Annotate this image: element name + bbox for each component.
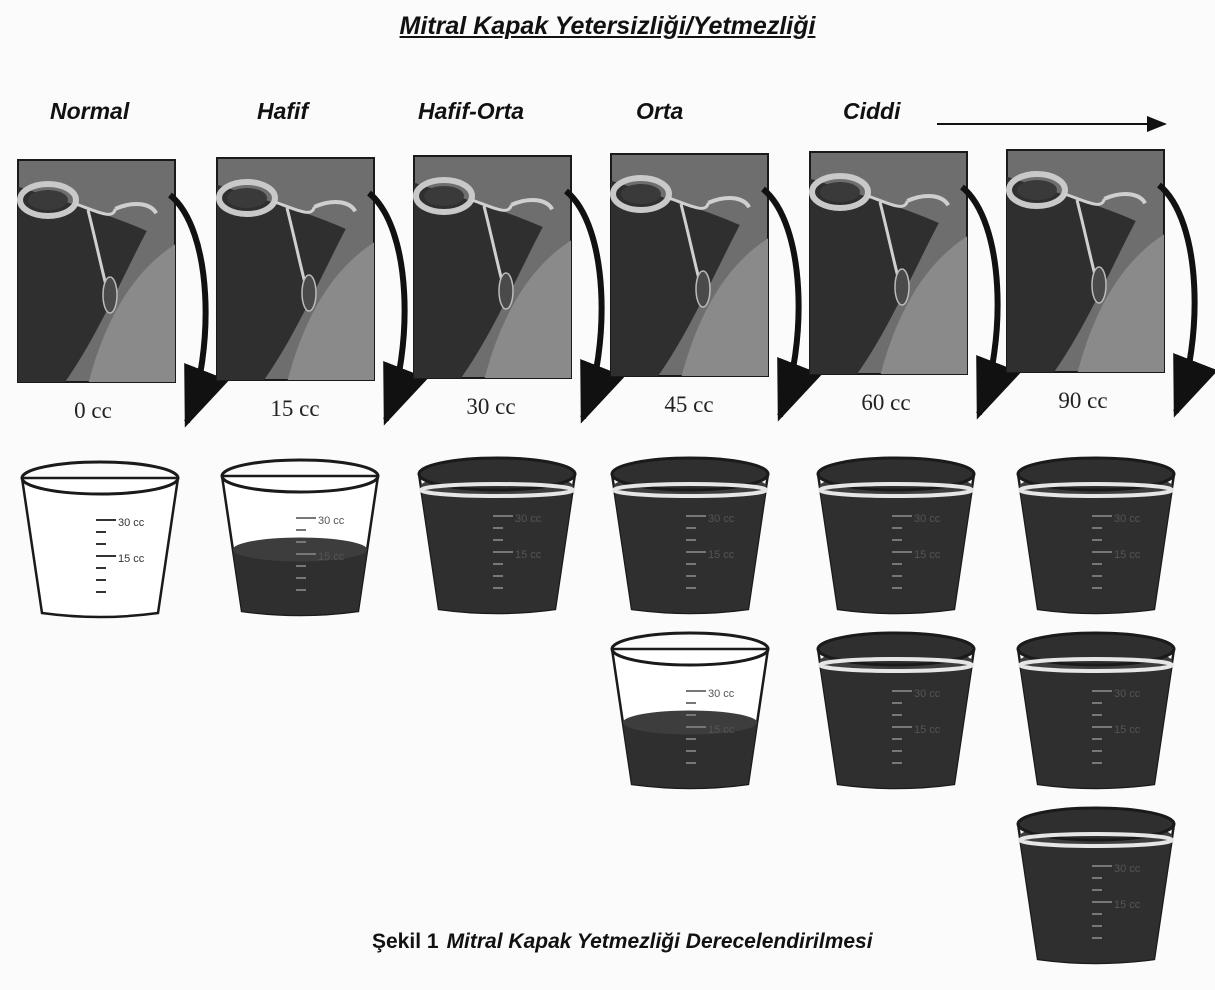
measuring-cup-3: 30 cc 15 cc (612, 458, 768, 613)
caption-number: Şekil 1 (372, 930, 439, 953)
heart-panel-4 (810, 152, 998, 414)
measuring-cups: 30 cc 15 cc 30 cc 15 cc 30 cc 15 cc 30 cc 15 cc… (22, 458, 1174, 963)
cup-scale-lower-6: 15 cc (914, 724, 941, 736)
cup-liquid-2 (421, 486, 573, 613)
volume-label-1: 15 cc (217, 396, 373, 422)
measuring-cup-7: 30 cc 15 cc (1018, 458, 1174, 613)
caption-text: Mitral Kapak Yetmezliği Derecelendirilme… (447, 930, 873, 953)
cup-scale-lower-0: 15 cc (118, 553, 145, 565)
volume-label-0: 0 cc (15, 398, 171, 424)
volume-label-4: 60 cc (808, 390, 964, 416)
cup-scale-upper-2: 30 cc (515, 513, 542, 525)
cup-liquid-5 (820, 486, 972, 613)
figure-caption: Şekil 1 Mitral Kapak Yetmezliği Derecelen… (372, 930, 873, 954)
heart-panel-0 (18, 160, 206, 422)
cup-liquid-3 (614, 486, 766, 613)
cup-scale-lower-4: 15 cc (708, 724, 735, 736)
cup-scale-upper-8: 30 cc (1114, 688, 1141, 700)
measuring-cup-4: 30 cc 15 cc (612, 633, 768, 788)
cup-scale-upper-4: 30 cc (708, 688, 735, 700)
measuring-cup-9: 30 cc 15 cc (1018, 808, 1174, 963)
measuring-cup-0: 30 cc 15 cc (22, 462, 178, 617)
cup-scale-lower-2: 15 cc (515, 549, 542, 561)
heart-panel-2 (414, 156, 602, 418)
cup-liquid-9 (1020, 836, 1172, 963)
cup-liquid-8 (1020, 661, 1172, 788)
measuring-cup-8: 30 cc 15 cc (1018, 633, 1174, 788)
cup-scale-lower-9: 15 cc (1114, 899, 1141, 911)
heart-panel-3 (611, 154, 799, 416)
cup-liquid-7 (1020, 486, 1172, 613)
cup-scale-upper-9: 30 cc (1114, 863, 1141, 875)
measuring-cup-6: 30 cc 15 cc (818, 633, 974, 788)
cup-scale-lower-7: 15 cc (1114, 549, 1141, 561)
cup-scale-lower-1: 15 cc (318, 551, 345, 563)
cup-scale-upper-1: 30 cc (318, 515, 345, 527)
cup-liquid-6 (820, 661, 972, 788)
volume-label-3: 45 cc (611, 392, 767, 418)
measuring-cup-5: 30 cc 15 cc (818, 458, 974, 613)
volume-label-5: 90 cc (1005, 388, 1161, 414)
heart-panels (18, 150, 1195, 422)
cup-scale-upper-6: 30 cc (914, 688, 941, 700)
measuring-cup-2: 30 cc 15 cc (419, 458, 575, 613)
cup-scale-upper-7: 30 cc (1114, 513, 1141, 525)
cup-scale-lower-8: 15 cc (1114, 724, 1141, 736)
measuring-cup-1: 30 cc 15 cc (222, 460, 378, 615)
cup-scale-lower-5: 15 cc (914, 549, 941, 561)
cup-scale-lower-3: 15 cc (708, 549, 735, 561)
heart-panel-1 (217, 158, 405, 420)
cup-scale-upper-5: 30 cc (914, 513, 941, 525)
cup-scale-upper-3: 30 cc (708, 513, 735, 525)
cup-scale-upper-0: 30 cc (118, 517, 145, 529)
volume-label-2: 30 cc (413, 394, 569, 420)
heart-panel-5 (1007, 150, 1195, 412)
